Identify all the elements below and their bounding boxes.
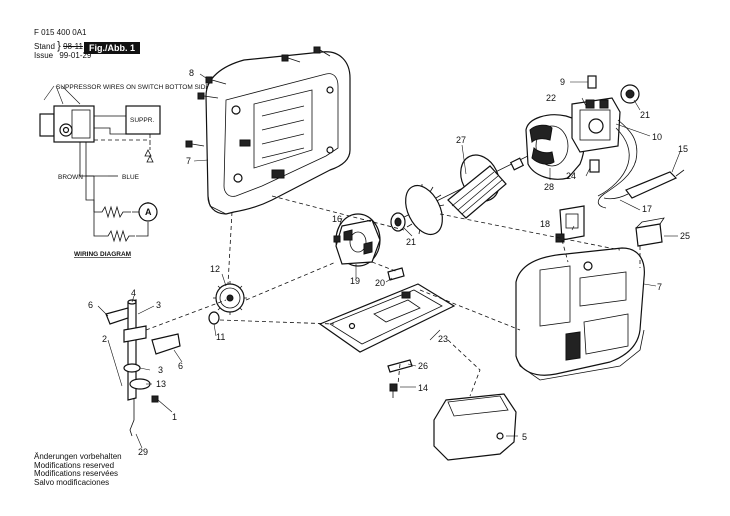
figure-badge: Fig./Abb. 1 [84, 42, 140, 54]
brush-24 [589, 159, 600, 173]
motor-label: A [145, 207, 152, 217]
housing-right [515, 247, 645, 381]
blue-label: BLUE [122, 174, 140, 181]
callout-16: 16 [332, 214, 342, 224]
gear-12 [213, 281, 247, 315]
callout-11: 11 [216, 332, 225, 342]
assembly-guide-lines [145, 195, 641, 397]
callout-28: 28 [544, 182, 554, 192]
callout-29: 29 [138, 447, 148, 457]
callout-6-lower: 6 [178, 361, 183, 371]
doc-number: F 015 400 0A1 [34, 28, 87, 37]
leader-lines [97, 73, 681, 449]
issue-value: 99-01-29 [59, 51, 92, 60]
wiring-diagram-title: WIRING DIAGRAM [74, 251, 131, 258]
screw-14 [389, 383, 398, 398]
field-coil-lower [104, 229, 135, 243]
field-coil-upper [94, 205, 131, 219]
washer-20 [387, 267, 405, 281]
suppressor-note: SUPPRESSOR WIRES ON SWITCH BOTTOM SIDE [56, 84, 210, 91]
switch-symbol [39, 105, 95, 143]
callout-13: 13 [156, 379, 166, 389]
callout-26: 26 [418, 361, 428, 371]
housing-screws [185, 46, 331, 148]
carbon-brush [587, 75, 597, 89]
issue-line: Issue 99-01-29 [34, 51, 91, 60]
dust-cover-5 [433, 393, 517, 461]
callout-3-upper: 3 [156, 300, 161, 310]
stand-value: 98-11 [63, 42, 83, 51]
footer-line-fr: Modifications reservées [34, 469, 119, 478]
callout-19: 19 [350, 276, 360, 286]
suppressor-box [125, 105, 161, 135]
plunger-assembly [105, 299, 181, 437]
suppressor-25 [635, 217, 665, 247]
fan-wheel [405, 185, 443, 235]
callout-8: 8 [189, 68, 194, 78]
suppressor-box-label: SUPPR. [130, 117, 154, 124]
modifications-note: Änderungen vorbehalten Modifications res… [34, 452, 122, 487]
power-cable [603, 169, 685, 200]
callout-23: 23 [438, 334, 448, 344]
wires-10 [597, 119, 638, 209]
callout-4: 4 [131, 288, 136, 298]
base-plate [318, 283, 456, 353]
callout-7-housing-left: 7 [186, 156, 191, 166]
wiring-diagram: SUPPRESSOR WIRES ON SWITCH BOTTOM SIDE S… [39, 84, 210, 258]
bearing-21-right [620, 84, 640, 104]
footer-line-en: Modifications reserved [34, 460, 115, 470]
callout-21-right: 21 [640, 110, 650, 120]
housing-left-half [205, 51, 351, 215]
callout-12: 12 [210, 264, 220, 274]
footer-line-es: Salvo modificaciones [34, 477, 110, 487]
blade-29 [129, 398, 135, 437]
callout-6-upper: 6 [88, 300, 93, 310]
field-stator [525, 114, 585, 180]
stand-line: Stand } 98-11 [34, 40, 83, 52]
callout-27: 27 [456, 135, 466, 145]
bearing-armature [390, 212, 406, 232]
screw-1 [151, 395, 159, 403]
callout-9: 9 [560, 77, 565, 87]
callout-3-lower: 3 [158, 365, 163, 375]
gear-support [335, 213, 381, 267]
footer-line-de: Änderungen vorbehalten [34, 452, 122, 461]
guide-6a [105, 307, 129, 325]
callout-1: 1 [172, 412, 177, 422]
callout-17: 17 [642, 204, 652, 214]
callout-21-armature: 21 [406, 237, 416, 247]
callout-numbers: 8 7 27 9 22 21 10 15 28 24 17 16 21 18 2… [88, 68, 690, 457]
callout-7-housing-right: 7 [657, 282, 662, 292]
pin-11 [208, 311, 220, 325]
switch-18 [555, 205, 585, 243]
callout-18: 18 [540, 219, 550, 229]
callout-10: 10 [652, 132, 662, 142]
screw-16 [333, 235, 341, 243]
callout-22: 22 [546, 93, 556, 103]
brown-label: BROWN [58, 174, 83, 181]
callout-24: 24 [566, 171, 576, 181]
callout-20: 20 [375, 278, 385, 288]
callout-15: 15 [678, 144, 688, 154]
callout-25: 25 [680, 231, 690, 241]
callout-2: 2 [102, 334, 107, 344]
brush-holder [571, 75, 621, 173]
callout-5: 5 [522, 432, 527, 442]
guide-6b [151, 333, 181, 355]
motor-symbol [138, 202, 158, 222]
issue-label: Issue [34, 51, 54, 60]
stand-label: Stand [34, 42, 55, 51]
callout-14: 14 [418, 383, 428, 393]
